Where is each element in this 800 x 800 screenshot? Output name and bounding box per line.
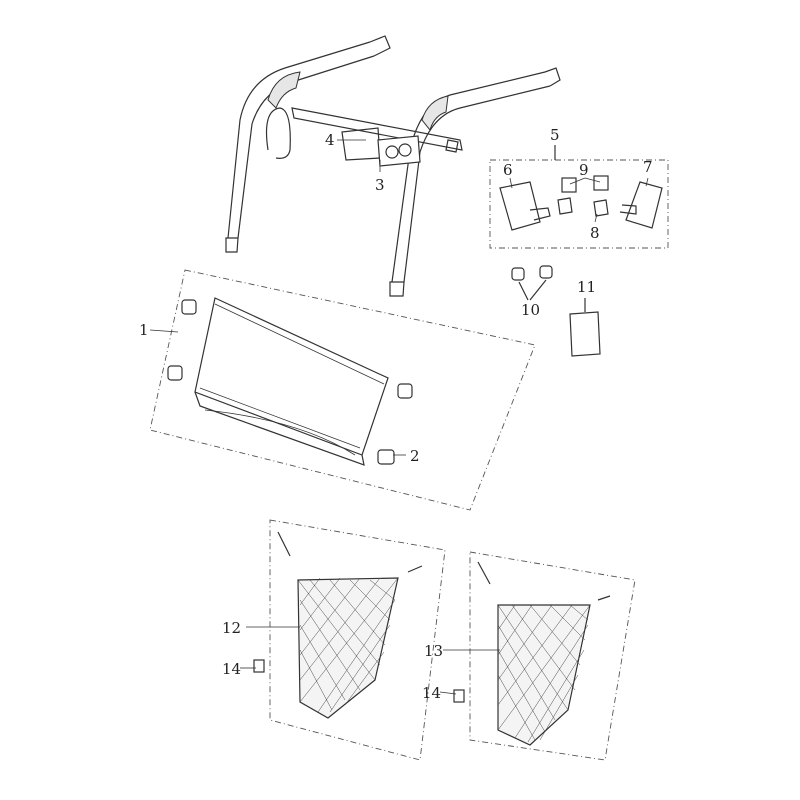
left-cargo-net — [253, 519, 446, 761]
callout-14-right: 14 — [422, 684, 441, 702]
callout-10: 10 — [521, 301, 540, 319]
mirror-kit-group — [489, 145, 669, 249]
bumper-1 — [181, 299, 197, 315]
right-cargo-net — [453, 551, 636, 761]
windshield-glass — [194, 297, 389, 456]
callout-2: 2 — [410, 447, 420, 465]
bumper-4 — [377, 449, 395, 465]
clamp-right — [593, 199, 609, 217]
bolt-left — [561, 177, 577, 193]
clamp-left — [557, 197, 573, 215]
callout-7: 7 — [643, 158, 653, 176]
bumper-3 — [397, 383, 413, 399]
switch-panel — [377, 135, 421, 167]
bumper-2 — [167, 365, 183, 381]
callout-4: 4 — [325, 131, 335, 149]
callout-1: 1 — [139, 321, 149, 339]
left-mirror — [499, 181, 541, 231]
callout-14-left: 14 — [222, 660, 241, 678]
caps — [511, 265, 553, 301]
callout-5: 5 — [550, 126, 560, 144]
callout-6: 6 — [503, 161, 513, 179]
right-mirror — [625, 181, 663, 229]
callout-9: 9 — [579, 161, 589, 179]
group-outline — [149, 269, 536, 511]
bolt-right — [593, 175, 609, 191]
callout-8: 8 — [590, 224, 600, 242]
callout-12: 12 — [222, 619, 241, 637]
callout-11: 11 — [577, 278, 596, 296]
callout-13: 13 — [424, 642, 443, 660]
leader-lines — [149, 139, 649, 695]
document-bag — [569, 298, 601, 357]
windshield-panel-group — [149, 269, 536, 511]
callout-3: 3 — [375, 176, 385, 194]
